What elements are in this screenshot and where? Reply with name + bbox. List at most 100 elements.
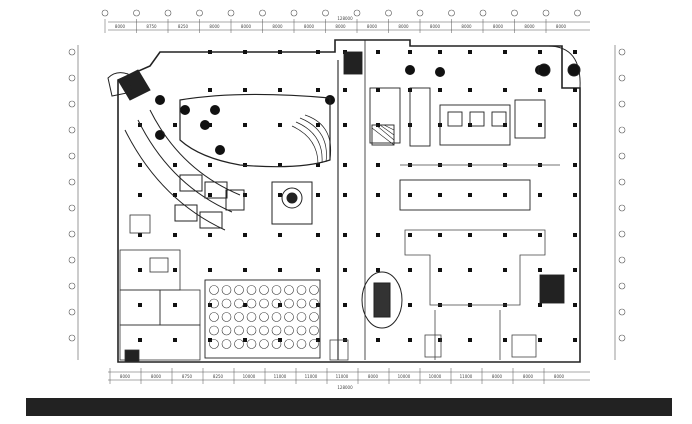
banquet-table [296, 298, 307, 309]
top-dimension-label: 8000 [524, 24, 535, 29]
column [138, 163, 142, 167]
round-column [180, 105, 190, 115]
axis-bubble [101, 9, 109, 17]
top-dimension-label: 8000 [493, 24, 504, 29]
curved-stair-top-right [537, 45, 581, 89]
column [138, 233, 142, 237]
column [503, 50, 507, 54]
banquet-table [284, 325, 294, 336]
axis-bubble [618, 204, 626, 212]
axis-bubble [164, 9, 172, 17]
banquet-table [234, 325, 244, 336]
column [316, 88, 320, 92]
banquet-table [284, 285, 294, 295]
column [538, 233, 542, 237]
column [438, 193, 442, 197]
banquet-table [209, 298, 219, 309]
column [278, 163, 282, 167]
banquet-table [221, 339, 232, 349]
grid-axis-bubbles-top [101, 9, 581, 17]
banquet-hall [204, 279, 321, 359]
column [438, 50, 442, 54]
round-column [155, 95, 165, 105]
bottom-dimension-label: 8000 [492, 374, 503, 379]
bottom-dimension-label: 8000 [554, 374, 565, 379]
column [278, 233, 282, 237]
banquet-table [221, 298, 232, 309]
column [173, 193, 177, 197]
axis-bubble [68, 308, 76, 316]
top-dimension-label: 8000 [304, 24, 315, 29]
axis-bubble [618, 308, 626, 316]
corridors [329, 164, 560, 361]
column [408, 193, 412, 197]
axis-bubble [68, 126, 76, 134]
column [243, 50, 247, 54]
banquet-table [284, 298, 294, 309]
top-dimension-label: 8000 [461, 24, 472, 29]
bottom-dimension-label: 11000 [274, 374, 287, 379]
bottom-dimension-label: 8000 [523, 374, 534, 379]
banquet-table [296, 285, 307, 295]
axis-bubble [353, 9, 361, 17]
axis-bubble [290, 9, 298, 17]
column [316, 268, 320, 272]
banquet-table [309, 325, 319, 336]
top-dimension-label: 8250 [178, 24, 189, 29]
column [243, 123, 247, 127]
banquet-table [209, 325, 219, 336]
axis-bubble [618, 152, 626, 160]
column [316, 163, 320, 167]
column [538, 123, 542, 127]
column [573, 88, 577, 92]
axis-bubble [542, 9, 550, 17]
axis-bubble [133, 9, 140, 17]
column [573, 268, 577, 272]
bottom-dimension-label: 11000 [305, 374, 318, 379]
axis-bubble [68, 74, 76, 82]
column [208, 88, 212, 92]
round-column [405, 65, 415, 75]
axis-bubble [68, 48, 76, 56]
top-dimension-label: 8750 [146, 24, 157, 29]
column [208, 268, 212, 272]
banquet-table [221, 325, 232, 336]
structural-columns [138, 50, 580, 342]
axis-bubble [618, 126, 626, 134]
top-dimension-label: 8000 [398, 24, 409, 29]
banquet-table [271, 325, 282, 336]
column [573, 193, 577, 197]
reception-circle [271, 181, 313, 225]
banquet-table [271, 298, 282, 309]
bottom-dimension-label: 8000 [368, 374, 379, 379]
bottom-dimension-label: 10000 [243, 374, 256, 379]
top-dimension-label: 8000 [241, 24, 252, 29]
axis-bubble [618, 230, 626, 238]
column [208, 193, 212, 197]
banquet-table [246, 298, 257, 309]
column [243, 88, 247, 92]
column [503, 193, 507, 197]
column [503, 233, 507, 237]
axis-bubble [322, 9, 329, 17]
column [343, 233, 347, 237]
banquet-table [209, 339, 219, 349]
banquet-table [209, 285, 219, 295]
column [208, 50, 212, 54]
overall-dimension-bottom: 128000 [337, 385, 353, 390]
bottom-dimension-label: 8250 [213, 374, 224, 379]
column [173, 233, 177, 237]
banquet-table [271, 339, 282, 349]
banquet-table [271, 312, 282, 322]
banquet-table [234, 312, 244, 322]
bottom-dimension-label: 10000 [429, 374, 442, 379]
column [438, 88, 442, 92]
column [376, 88, 380, 92]
column [138, 193, 142, 197]
column [208, 233, 212, 237]
banquet-table [309, 298, 319, 309]
overall-dimension-top: 128000 [337, 16, 353, 21]
column [208, 338, 212, 342]
round-column [200, 120, 210, 130]
banquet-table [246, 312, 257, 322]
